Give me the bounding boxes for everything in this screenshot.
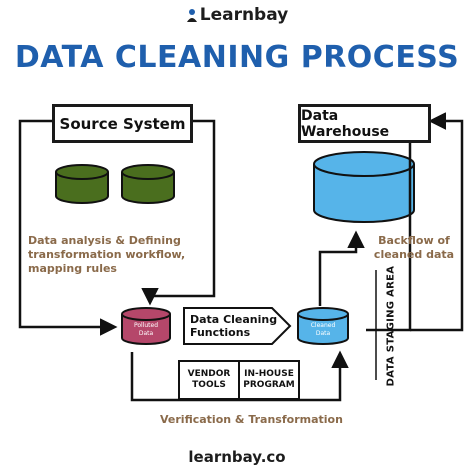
source-cylinder-2 [121, 164, 175, 204]
warehouse-cylinder [313, 151, 415, 223]
cleaned-data-text: Cleaned Data [310, 322, 336, 337]
inhouse-program-label: IN-HOUSE PROGRAM [243, 369, 295, 390]
logo-person-icon [186, 9, 197, 22]
staging-area-text: DATA STAGING AREA [385, 265, 397, 387]
source-system-box: Source System [52, 104, 193, 143]
logo-text: Learnbay [199, 5, 289, 25]
backflow-mask [362, 250, 408, 328]
connector-verification [130, 350, 349, 402]
connector-source-left [18, 119, 118, 336]
connector-cleaned-to-warehouse [318, 230, 365, 306]
cleaned-data-label: Cleaned Data [299, 322, 347, 338]
polluted-data-label: Polluted Data [122, 322, 170, 338]
connector-source-right [141, 119, 216, 306]
data-warehouse-box: Data Warehouse [298, 104, 431, 143]
verification-label: Verification & Transformation [160, 413, 343, 426]
tools-divider [238, 362, 240, 398]
footer-url: learnbay.co [188, 448, 286, 466]
tools-box: VENDOR TOOLS IN-HOUSE PROGRAM [178, 360, 300, 400]
polluted-data-cylinder [121, 307, 171, 345]
functions-label: Data Cleaning Functions [190, 313, 278, 339]
cleaned-data-cylinder [297, 307, 349, 345]
page-title: DATA CLEANING PROCESS [14, 40, 460, 75]
source-cylinder-1 [55, 164, 109, 204]
functions-arrow-shape [183, 307, 292, 345]
polluted-data-text: Polluted Data [133, 322, 159, 337]
backflow-label: Backflow of cleaned data [373, 234, 455, 261]
analysis-label: Data analysis & Defining transformation … [28, 234, 186, 275]
connector-backflow-fix [410, 112, 464, 332]
brand-logo: Learnbay [0, 5, 474, 25]
vendor-tools-label: VENDOR TOOLS [187, 369, 231, 390]
staging-area-label: DATA STAGING AREA [384, 266, 398, 387]
